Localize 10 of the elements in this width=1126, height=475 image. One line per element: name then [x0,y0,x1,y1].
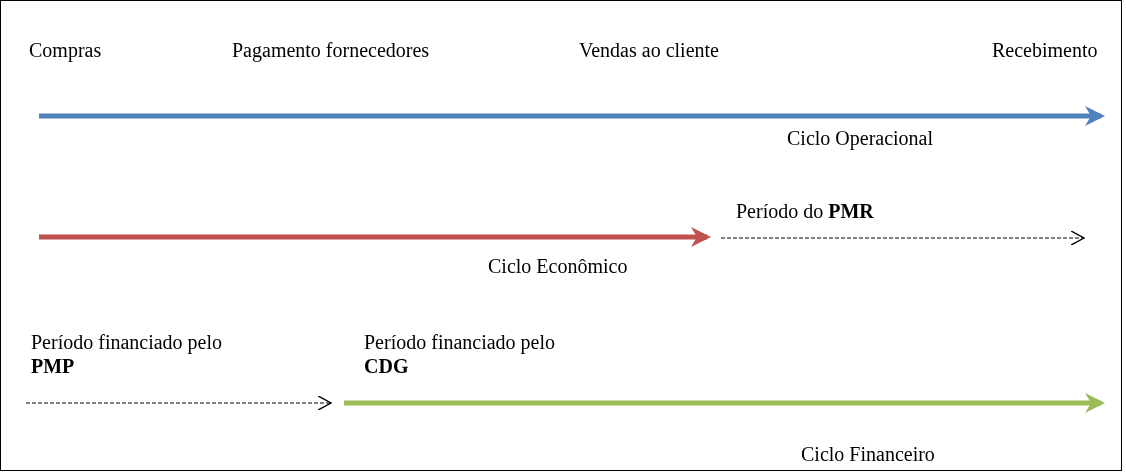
event-label: Vendas ao cliente [579,38,719,62]
event-label: Recebimento [992,38,1098,62]
cycle-label: Ciclo Operacional [787,126,934,150]
event-label: Compras [29,38,102,62]
cycle-label: Ciclo Financeiro [801,442,935,466]
event-label: Pagamento fornecedores [232,38,430,62]
cycle-label: Ciclo Econômico [488,254,628,278]
period-label: Período financiado pelo CDG [364,330,557,378]
period-label: Período do PMR [736,199,874,223]
period-label: Período financiado pelo PMP [31,330,224,378]
